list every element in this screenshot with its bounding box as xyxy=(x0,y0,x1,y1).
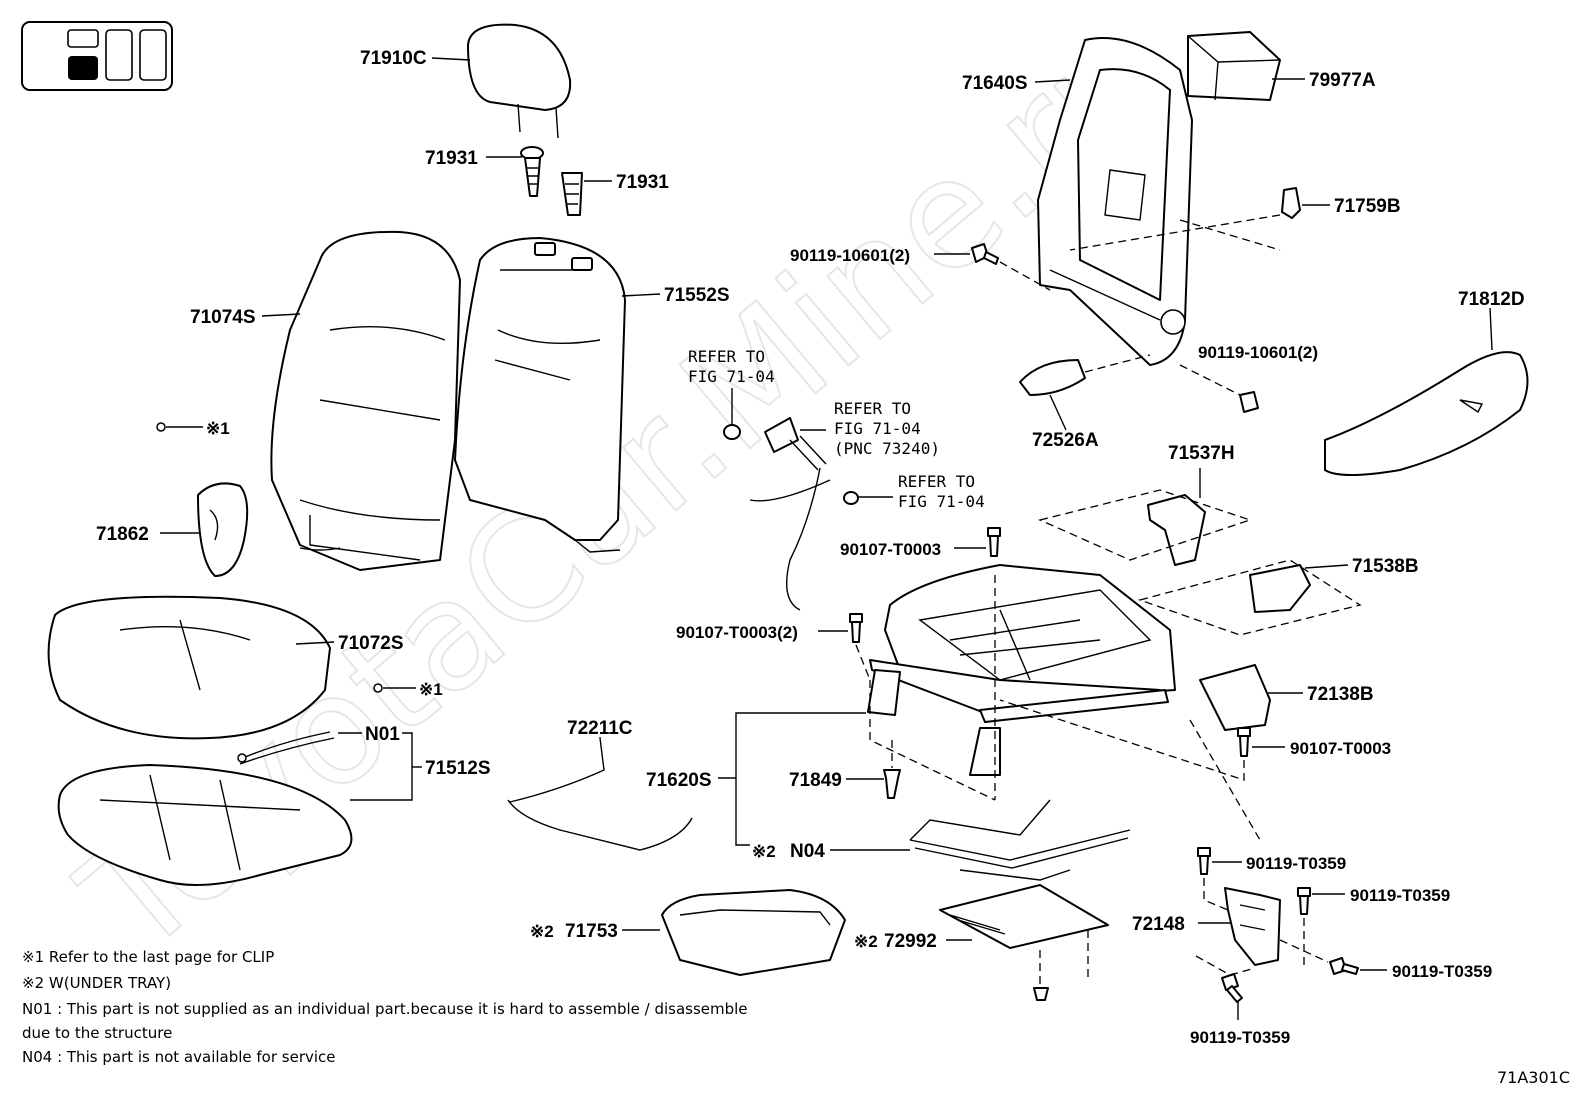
label-90107-T0003-right: 90107-T0003 xyxy=(1290,739,1391,758)
label-72992: 72992 xyxy=(884,931,937,952)
label-71072S: 71072S xyxy=(338,633,404,654)
label-90119-10601-right: 90119-10601(2) xyxy=(1198,343,1318,362)
sheet-72992 xyxy=(939,884,1109,949)
wire-72211C xyxy=(507,737,693,851)
seatback-cover xyxy=(270,230,461,571)
mark-71753: ※2 xyxy=(530,922,554,941)
clip-icon xyxy=(373,683,416,693)
label-71812D: 71812D xyxy=(1458,289,1525,310)
bolt-icon xyxy=(1329,957,1359,975)
seat-cushion-cover xyxy=(47,595,331,740)
seatbelt-buckle xyxy=(749,417,831,611)
seat-frame xyxy=(867,564,1176,776)
bolt-icon xyxy=(971,243,999,265)
mark-72992: ※2 xyxy=(854,932,878,951)
refer-2-line1: REFER TO xyxy=(834,399,911,418)
bolt-icon xyxy=(1239,391,1259,413)
label-72138B: 72138B xyxy=(1307,684,1374,705)
label-71931-right: 71931 xyxy=(616,172,669,193)
headrest-guide-right xyxy=(561,172,583,216)
headrest xyxy=(467,23,572,139)
label-90119-T0359-b: 90119-T0359 xyxy=(1350,886,1450,905)
note-N01: N01 : This part is not supplied as an in… xyxy=(22,1000,748,1018)
label-71759B: 71759B xyxy=(1334,196,1401,217)
bolt-icon xyxy=(987,527,1001,557)
label-71849: 71849 xyxy=(789,770,842,791)
bracket-71538B xyxy=(1249,564,1311,613)
clip-71849 xyxy=(883,769,901,799)
under-tray-71753 xyxy=(661,889,846,976)
refer-2-line2: FIG 71-04 xyxy=(834,419,921,438)
label-box-79977A xyxy=(1187,31,1281,101)
label-90119-10601-left: 90119-10601(2) xyxy=(790,246,910,265)
label-N04: N04 xyxy=(790,841,825,862)
label-90119-T0359-a: 90119-T0359 xyxy=(1246,854,1346,873)
wire-N01 xyxy=(237,731,335,765)
clip-mark-2: ※1 xyxy=(419,680,443,699)
bracket-72148 xyxy=(1224,887,1281,966)
label-90119-T0359-c: 90119-T0359 xyxy=(1392,962,1492,981)
label-N01: N01 xyxy=(365,724,400,745)
label-71910C: 71910C xyxy=(360,48,427,69)
clip-71759B xyxy=(1281,187,1301,219)
label-90119-T0359-d: 90119-T0359 xyxy=(1190,1028,1290,1047)
label-71512S: 71512S xyxy=(425,758,491,779)
label-71862: 71862 xyxy=(96,524,149,545)
label-79977A: 79977A xyxy=(1309,70,1376,91)
headrest-guide-left xyxy=(520,146,544,197)
note-clip: ※1 Refer to the last page for CLIP xyxy=(22,948,275,966)
bolt-icon xyxy=(1197,847,1211,875)
figure-code: 71A301C xyxy=(1496,1068,1570,1087)
label-71753: 71753 xyxy=(565,921,618,942)
label-71552S: 71552S xyxy=(664,285,730,306)
note-N01-cont: due to the structure xyxy=(22,1024,173,1042)
clip-icon xyxy=(156,422,203,432)
seat-locator-icon xyxy=(21,21,173,91)
cover-72138B xyxy=(1199,664,1271,731)
label-71074S: 71074S xyxy=(190,307,256,328)
seatback-pad xyxy=(454,237,626,553)
label-72211C: 72211C xyxy=(567,718,633,739)
refer-2-line3: (PNC 73240) xyxy=(834,439,940,458)
label-72148: 72148 xyxy=(1132,914,1185,935)
mark-N04: ※2 xyxy=(752,842,776,861)
note-under-tray: ※2 W(UNDER TRAY) xyxy=(22,974,172,992)
label-72526A: 72526A xyxy=(1032,430,1099,451)
seat-shield-71812D xyxy=(1324,351,1529,476)
label-71931-left: 71931 xyxy=(425,148,478,169)
bolt-icon xyxy=(1237,727,1251,757)
label-90107-T0003-top: 90107-T0003 xyxy=(840,540,941,559)
clip-icon xyxy=(1033,987,1049,1001)
bracket-71537H xyxy=(1147,494,1206,566)
wire-frame-N04 xyxy=(909,799,1131,881)
label-90107-T0003-2: 90107-T0003(2) xyxy=(676,623,798,642)
refer-3-line1: REFER TO xyxy=(898,472,975,491)
label-71537H: 71537H xyxy=(1168,443,1235,464)
bolt-icon xyxy=(1297,887,1311,915)
cover-72526A xyxy=(1019,359,1086,396)
note-N04: N04 : This part is not available for ser… xyxy=(22,1048,336,1066)
refer-1-line1: REFER TO xyxy=(688,347,765,366)
seatback-frame xyxy=(1037,37,1193,366)
refer-1-line2: FIG 71-04 xyxy=(688,367,775,386)
refer-3-line2: FIG 71-04 xyxy=(898,492,985,511)
clip-mark-1: ※1 xyxy=(206,419,230,438)
label-71620S: 71620S xyxy=(646,770,712,791)
seat-cushion-pad xyxy=(57,764,353,886)
label-71538B: 71538B xyxy=(1352,556,1419,577)
bolt-icon xyxy=(849,613,863,643)
pad-71862 xyxy=(197,482,249,577)
label-71640S: 71640S xyxy=(962,73,1028,94)
bolt-icon xyxy=(1221,973,1243,1003)
